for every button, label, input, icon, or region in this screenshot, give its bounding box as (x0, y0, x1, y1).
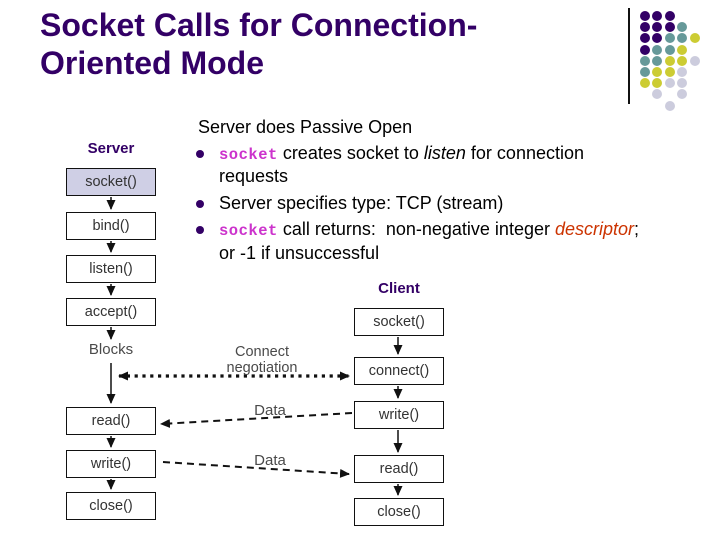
bullet-text: socket call returns: non-negative intege… (219, 219, 708, 264)
bullet-text-segment: Server specifies type: TCP (stream) (219, 192, 504, 213)
server-box-bind: bind() (66, 212, 156, 240)
body-text: Server does Passive Open socket creates … (196, 117, 708, 269)
bullet-text-segment: socket (219, 145, 278, 164)
client-box-socket: socket() (354, 308, 444, 336)
connect-negotiation-label: Connect negotiation (202, 344, 322, 376)
server-box-accept: accept() (66, 298, 156, 326)
bullet-item: socket creates socket to listen for conn… (196, 143, 708, 188)
bullet-text: Server specifies type: TCP (stream) (219, 193, 708, 215)
server-box-listen: listen() (66, 255, 156, 283)
bullet-text-segment: ; (634, 219, 640, 239)
client-box-connect: connect() (354, 357, 444, 385)
bullet-text-segment: or -1 if unsuccessful (219, 242, 380, 263)
client-box-close: close() (354, 498, 444, 526)
server-column-label: Server (87, 140, 135, 157)
client-box-write: write() (354, 401, 444, 429)
decor-vertical-rule (628, 8, 630, 104)
connect-negotiation-line2: negotiation (226, 360, 298, 376)
body-heading: Server does Passive Open (198, 117, 413, 137)
client-column-label: Client (378, 280, 420, 297)
bullet-text-segment: call returns: non-negative integer (277, 219, 555, 239)
blocks-label: Blocks (88, 341, 134, 358)
bullet-marker-icon (196, 199, 204, 208)
server-box-close: close() (66, 492, 156, 520)
data-label-top: Data (254, 402, 286, 419)
bullet-marker-icon (196, 149, 204, 158)
bullet-text-segment: creates socket to (277, 142, 424, 163)
bullet-text-segment: socket (219, 222, 278, 240)
connect-negotiation-line1: Connect (234, 344, 289, 360)
data-label-bottom: Data (254, 452, 286, 469)
client-box-read: read() (354, 455, 444, 483)
slide-title-line1: Socket Calls for Connection- (40, 7, 478, 43)
server-box-read: read() (66, 407, 156, 435)
slide-title: Socket Calls for Connection- Oriented Mo… (40, 6, 620, 82)
bullet-text-segment: listen (423, 142, 466, 163)
bullet-text-segment: for connection (465, 142, 584, 163)
server-box-socket: socket() (66, 168, 156, 196)
bullet-text-segment: requests (219, 166, 289, 186)
bullet-item: Server specifies type: TCP (stream) (196, 193, 708, 215)
bullet-text: socket creates socket to listen for conn… (219, 143, 708, 188)
bullet-list: socket creates socket to listen for conn… (196, 143, 708, 265)
bullet-text-segment: descriptor (554, 219, 634, 239)
slide-title-line2: Oriented Mode (40, 45, 265, 81)
bullet-marker-icon (196, 226, 204, 234)
server-box-write: write() (66, 450, 156, 478)
bullet-item: socket call returns: non-negative intege… (196, 219, 708, 264)
